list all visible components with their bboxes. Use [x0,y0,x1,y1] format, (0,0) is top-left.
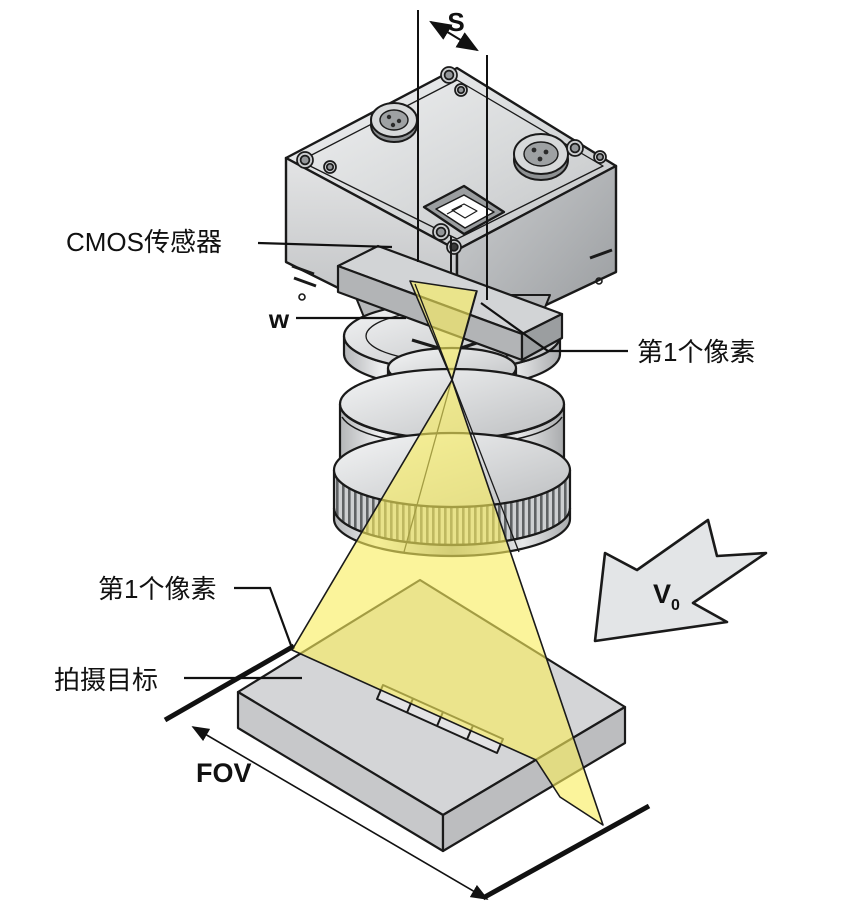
connector-right [513,133,569,181]
fov-dimension-arrow [191,726,489,900]
side-slot-right [589,248,613,285]
first-pixel-sensor-leader [480,302,628,353]
sensor-bar-end [520,312,564,362]
connector-left [370,102,418,143]
first-pixel-target-leader [234,586,294,649]
s-label: S [447,7,464,37]
v0-label: V0 [653,579,680,614]
scan-line-extension-right [481,803,651,901]
leader-lines [184,241,628,680]
light-beam [291,280,604,826]
beam-ray-left [414,283,520,553]
side-slot-left [291,264,317,301]
scan-line-extension-left [163,643,296,723]
sensor-size-dimension [417,10,488,300]
cmos-leader [257,241,393,249]
fov-label: FOV [196,758,252,788]
target-label: 拍摄目标 [54,665,158,695]
beam-fan [291,379,604,826]
first-pixel-target-label: 第1个像素 [98,574,216,604]
s-dimension-arrow [429,20,479,52]
ethernet-port [422,184,506,236]
v0-arrow: V0 [593,518,768,643]
cmos-label: CMOS传感器 [66,227,222,257]
first-pixel-sensor-label: 第1个像素 [637,337,755,367]
screws [296,66,607,255]
w-label: w [268,304,290,334]
